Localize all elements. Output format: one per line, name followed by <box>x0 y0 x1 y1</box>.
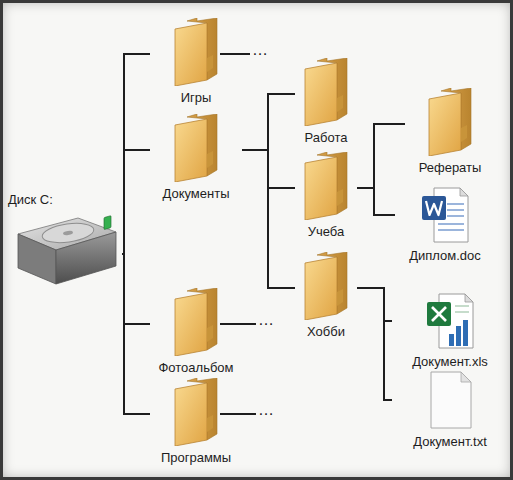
node-label: Документы <box>162 186 229 202</box>
folder-icon <box>303 58 349 126</box>
folder-icon <box>427 88 473 156</box>
node-label: Диск C: <box>8 192 53 208</box>
folder-icon <box>173 18 219 86</box>
folder-graphic <box>175 114 217 182</box>
folder-icon <box>173 114 219 182</box>
tree-connector <box>357 288 392 321</box>
file-node: Документ.txt <box>392 370 508 450</box>
ellipsis-label: … <box>252 42 268 58</box>
tree-connector <box>242 94 295 150</box>
ellipsis-label: … <box>258 312 274 328</box>
tree-connector <box>357 188 395 215</box>
xls-icon <box>425 292 475 350</box>
file-node: Диплом.doc <box>395 186 495 264</box>
folder-icon <box>303 252 349 320</box>
folder-icon <box>303 152 349 220</box>
tree-connector <box>242 150 295 288</box>
doc-icon <box>420 186 470 244</box>
node-label: Учеба <box>308 224 345 240</box>
folder-icon <box>173 378 219 446</box>
txt-icon <box>427 370 473 430</box>
node-label: Рефераты <box>419 160 482 176</box>
folder-graphic <box>305 152 347 220</box>
folder-graphic <box>175 18 217 86</box>
tree-connector <box>122 150 150 254</box>
ellipsis-leader <box>220 323 256 325</box>
folder-node: Фотоальбом <box>150 288 242 376</box>
ellipsis-leader <box>220 413 256 415</box>
folder-node: Работа <box>295 58 357 146</box>
xls-graphic <box>427 294 473 348</box>
node-label: Хобби <box>307 324 345 340</box>
folder-graphic <box>175 378 217 446</box>
folder-icon <box>173 288 219 356</box>
ellipsis-leader <box>220 53 250 55</box>
folder-node: Учеба <box>295 152 357 240</box>
folder-graphic <box>305 58 347 126</box>
folder-graphic <box>175 288 217 356</box>
folder-node: Документы <box>150 114 242 202</box>
folder-node: Программы <box>150 378 242 466</box>
folder-graphic <box>305 252 347 320</box>
node-label: Программы <box>161 450 231 466</box>
node-label: Диплом.doc <box>409 248 481 264</box>
ellipsis-label: … <box>258 402 274 418</box>
disk-graphic <box>18 216 116 284</box>
tree-connector <box>122 254 150 414</box>
disk-node: Диск C: <box>8 192 122 290</box>
disk-icon <box>12 210 118 290</box>
folder-node: Игры <box>150 18 242 106</box>
node-label: Игры <box>181 90 212 106</box>
tree-connector <box>357 288 392 400</box>
node-label: Фотоальбом <box>158 360 233 376</box>
node-label: Работа <box>305 130 348 146</box>
node-label: Документ.txt <box>413 434 487 450</box>
tree-connector <box>122 254 150 324</box>
txt-graphic <box>431 372 471 428</box>
node-label: Документ.xls <box>412 354 488 370</box>
tree-connector <box>122 54 150 254</box>
tree-connector <box>357 124 405 188</box>
doc-graphic <box>422 188 468 242</box>
file-node: Документ.xls <box>392 292 508 370</box>
folder-graphic <box>429 88 471 156</box>
folder-node: Хобби <box>295 252 357 340</box>
folder-node: Рефераты <box>405 88 495 176</box>
